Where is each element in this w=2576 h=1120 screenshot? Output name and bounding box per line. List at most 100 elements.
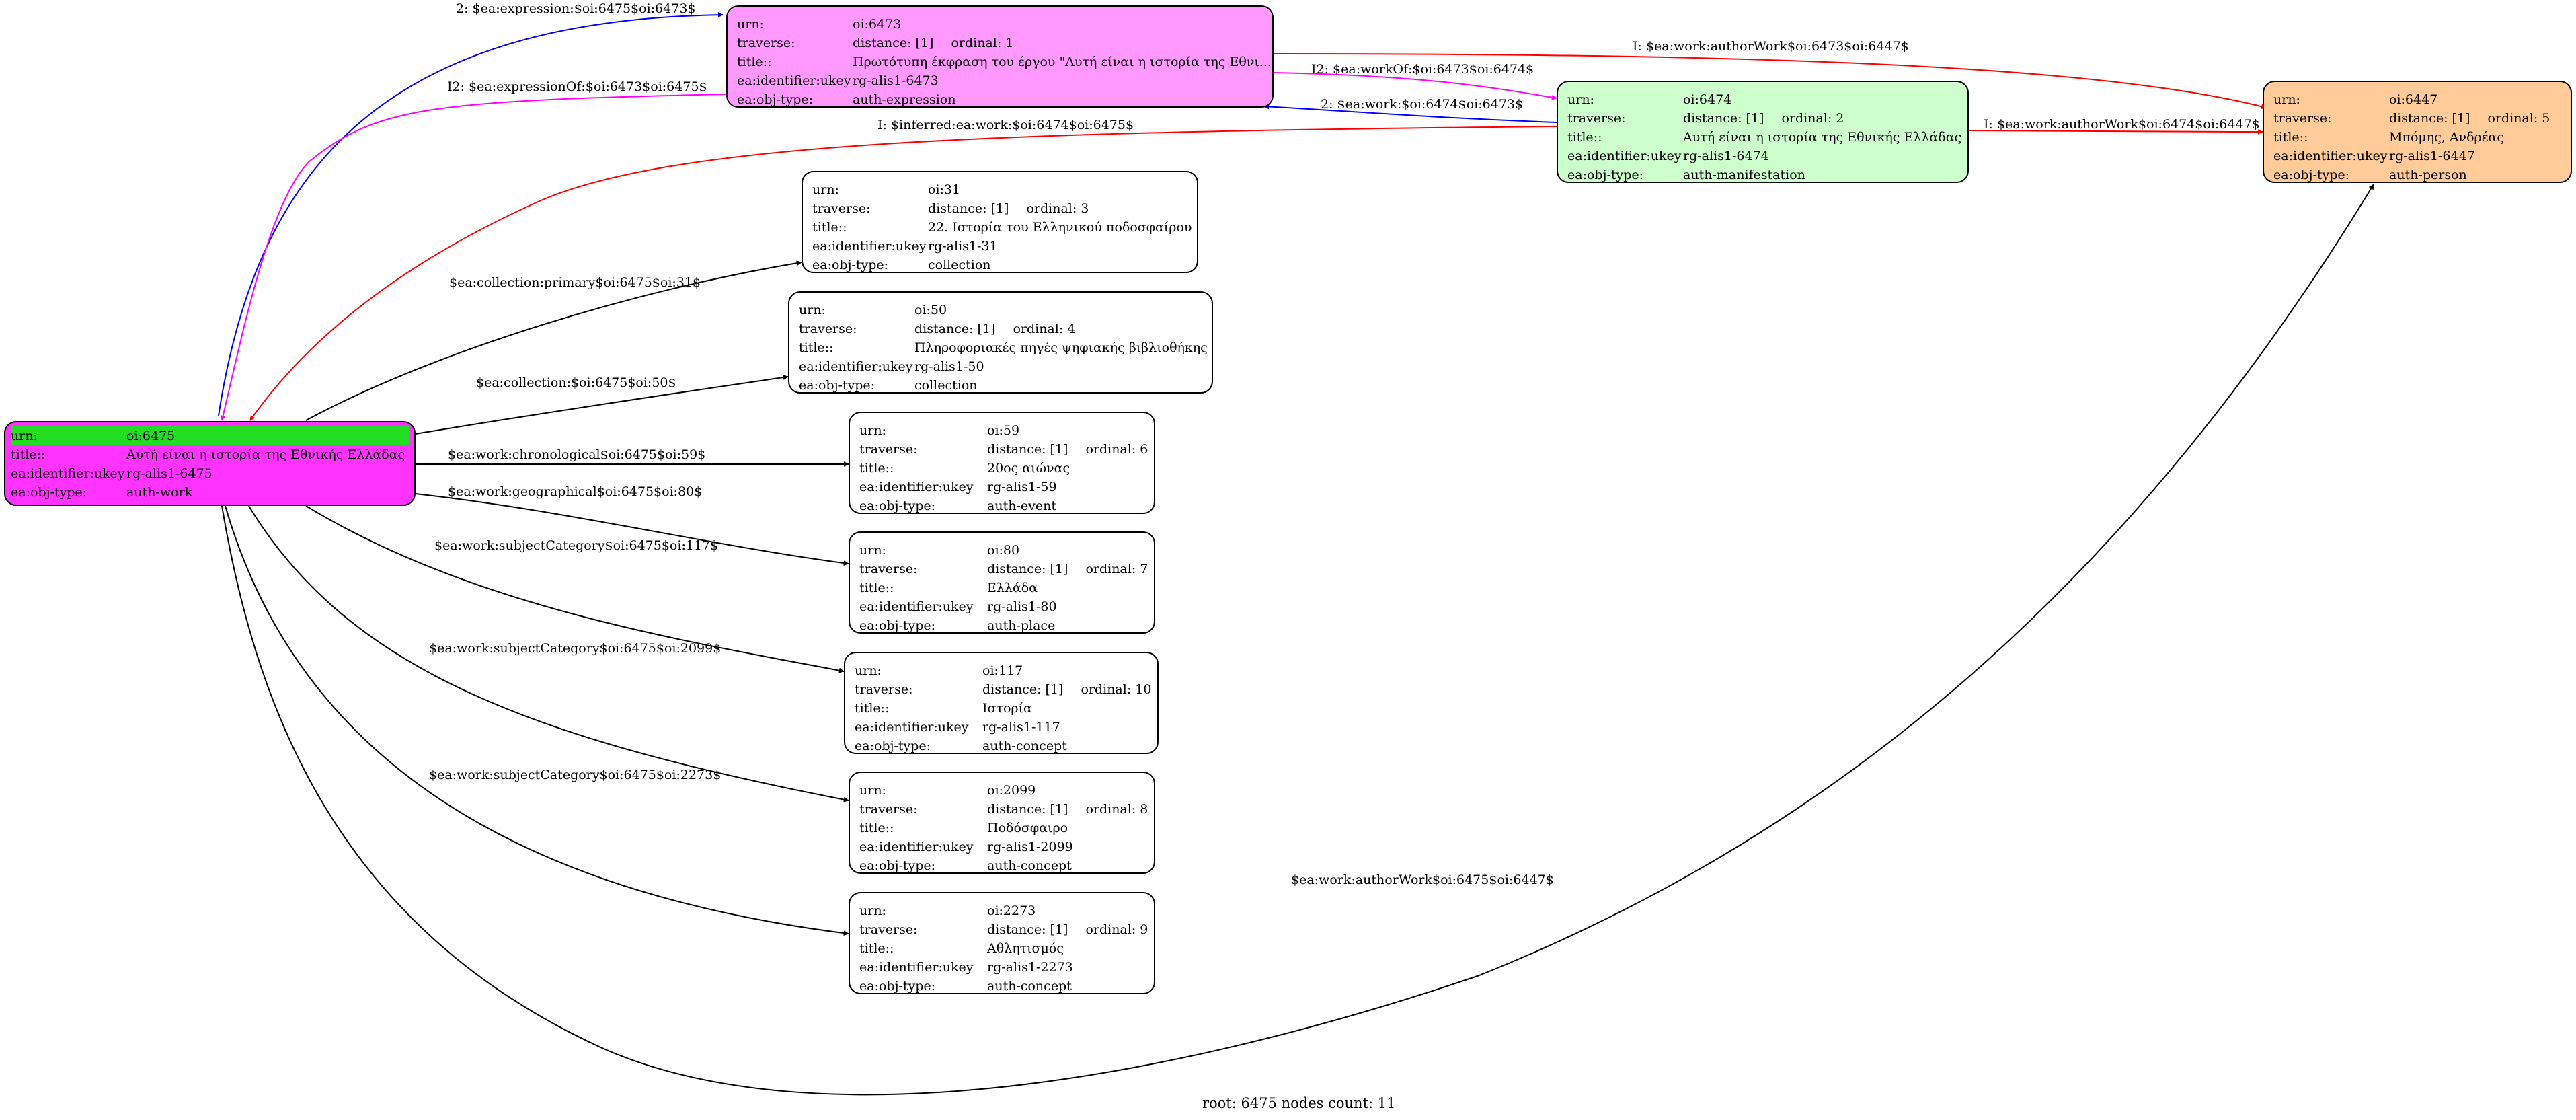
row-ukey: ea:identifier:ukey rg-alis1-2099	[859, 837, 1144, 856]
row-objtype-part-0: auth-expression	[853, 92, 956, 107]
row-traverse-value: distance: [1]ordinal: 7	[987, 560, 1148, 578]
row-objtype-value: auth-place	[987, 616, 1144, 635]
row-objtype-key: ea:obj-type:	[859, 618, 936, 633]
row-urn-key: urn:	[859, 423, 886, 438]
row-urn-key: urn:	[859, 783, 886, 798]
row-objtype-value: auth-concept	[987, 856, 1144, 875]
row-ukey-key: ea:identifier:ukey	[1567, 149, 1682, 163]
row-traverse-part-1: ordinal: 8	[1085, 802, 1148, 817]
row-objtype: ea:obj-type:auth-concept	[859, 977, 1144, 996]
row-urn-value: oi:31	[928, 180, 1187, 199]
edge-e6	[249, 126, 1557, 421]
row-urn: urn:oi:6447	[2273, 90, 2561, 109]
row-traverse: traverse:distance: [1]ordinal: 5	[2273, 109, 2561, 128]
row-ukey-value: rg-alis1-31	[928, 237, 1187, 256]
row-objtype: ea:obj-type:auth-concept	[855, 737, 1148, 755]
edge-e12	[305, 505, 845, 673]
row-urn: urn:oi:2273	[859, 901, 1144, 920]
row-ukey-key: ea:identifier:ukey	[737, 73, 851, 88]
row-objtype: ea:obj-type: auth-concept	[859, 856, 1144, 875]
edge-e5	[1263, 104, 1557, 123]
row-title: title::Μπόμης, Ανδρέας	[2273, 128, 2561, 147]
row-ukey-value: rg-alis1-6447	[2389, 147, 2561, 165]
row-urn-value: oi:6473	[853, 15, 1263, 34]
row-urn-value: oi:6447	[2389, 90, 2561, 109]
row-ukey-part-0: rg-alis1-6474	[1683, 149, 1769, 163]
node-oi-6474[interactable]: urn: oi:6474 traverse:distance: [1]ordinal…	[1557, 81, 1969, 183]
row-traverse: traverse:distance: [1]ordinal: 2	[1567, 109, 1958, 128]
row-traverse-part-0: distance: [1]	[982, 682, 1064, 697]
row-title-key: title::	[859, 581, 894, 595]
row-ukey-value: rg-alis1-6473	[853, 71, 1263, 90]
row-objtype-key: ea:obj-type:	[859, 498, 936, 513]
row-title: title::Ελλάδα	[859, 578, 1144, 597]
edge-e15	[221, 184, 2374, 1096]
row-objtype: ea:obj-type:collection	[799, 376, 1202, 395]
row-ukey-key: ea:identifier:ukey	[2273, 149, 2388, 163]
footer-summary: root: 6475 nodes count: 11	[1202, 1095, 1396, 1111]
row-urn-part-0: oi:6474	[1683, 92, 1732, 107]
row-traverse-part-1: ordinal: 1	[951, 36, 1014, 50]
edge-e4	[1273, 72, 1557, 100]
row-ukey-part-0: rg-alis1-6447	[2389, 149, 2475, 163]
row-objtype-key: ea:obj-type:	[855, 739, 931, 753]
row-traverse-part-1: ordinal: 7	[1085, 562, 1148, 576]
root-key-ukey: ea:identifier:ukey	[11, 466, 125, 481]
row-traverse: traverse:distance: [1]ordinal: 10	[855, 680, 1151, 699]
row-title-value: 22. Ιστορία του Ελληνικού ποδοσφαίρου	[928, 218, 1192, 237]
row-title: title::Ιστορία	[855, 699, 1148, 718]
row-traverse-key: traverse:	[859, 802, 918, 817]
row-objtype-part-0: auth-concept	[987, 979, 1072, 994]
edge-label-e6: I: $inferred:ea:work:$oi:6474$oi:6475$	[877, 118, 1134, 133]
node-oi-2099[interactable]: urn:oi:2099 traverse: distance: [1]ordinal…	[849, 772, 1155, 874]
row-traverse-part-1: ordinal: 5	[2487, 111, 2550, 126]
edge-e14	[225, 505, 849, 936]
row-urn-part-0: oi:59	[987, 423, 1020, 438]
row-objtype-key: ea:obj-type:	[859, 858, 936, 873]
row-ukey-key: ea:identifier:ukey	[859, 599, 974, 614]
row-title-part-0: Πληροφοριακές πηγές ψηφιακής βιβλιοθήκης	[914, 340, 1208, 355]
row-title-key: title::	[859, 461, 894, 476]
row-ukey-key: ea:identifier:ukey	[859, 839, 974, 854]
row-traverse-key: traverse:	[799, 322, 857, 336]
row-title-part-0: Αθλητισμός	[987, 941, 1064, 956]
edge-e9	[415, 375, 789, 435]
edge-e11	[415, 493, 849, 566]
row-title-key: title::	[2273, 130, 2308, 145]
root-row-ukey: ea:identifier:ukey rg-alis1-6475	[11, 464, 409, 483]
row-traverse-part-1: ordinal: 3	[1026, 201, 1089, 216]
row-objtype-key: ea:obj-type:	[1567, 167, 1644, 182]
row-traverse-key: traverse:	[737, 36, 795, 50]
row-title-value: Μπόμης, Ανδρέας	[2389, 128, 2561, 147]
row-title-part-0: Ελλάδα	[987, 581, 1038, 595]
row-traverse-part-0: distance: [1]	[2389, 111, 2470, 126]
row-ukey-part-0: rg-alis1-117	[982, 720, 1060, 735]
row-urn-key: urn:	[799, 303, 826, 318]
node-root-oi-6475[interactable]: urn: oi:6475 title:: Αυτή είναι η ιστορί…	[4, 421, 416, 506]
row-ukey-value: rg-alis1-2099	[987, 837, 1144, 856]
row-traverse-value: distance: [1]ordinal: 8	[987, 800, 1148, 819]
row-title-key: title::	[812, 220, 847, 235]
row-traverse: traverse:distance: [1]ordinal: 4	[799, 320, 1202, 338]
edge-label-e7: I: $ea:work:authorWork$oi:6474$oi:6447$	[1984, 117, 2260, 132]
row-objtype-key: ea:obj-type:	[2273, 167, 2350, 182]
row-traverse: traverse: distance: [1]ordinal: 1	[737, 34, 1263, 52]
row-traverse-part-0: distance: [1]	[987, 922, 1068, 937]
row-urn: urn:oi:2099	[859, 781, 1144, 800]
row-urn-key: urn:	[1567, 92, 1594, 107]
root-val-title: Αυτή είναι η ιστορία της Εθνικής Ελλάδας	[126, 447, 405, 462]
row-urn-part-0: oi:31	[928, 182, 961, 197]
row-urn-value: oi:59	[987, 421, 1144, 440]
row-traverse-value: distance: [1]ordinal: 1	[853, 34, 1263, 52]
